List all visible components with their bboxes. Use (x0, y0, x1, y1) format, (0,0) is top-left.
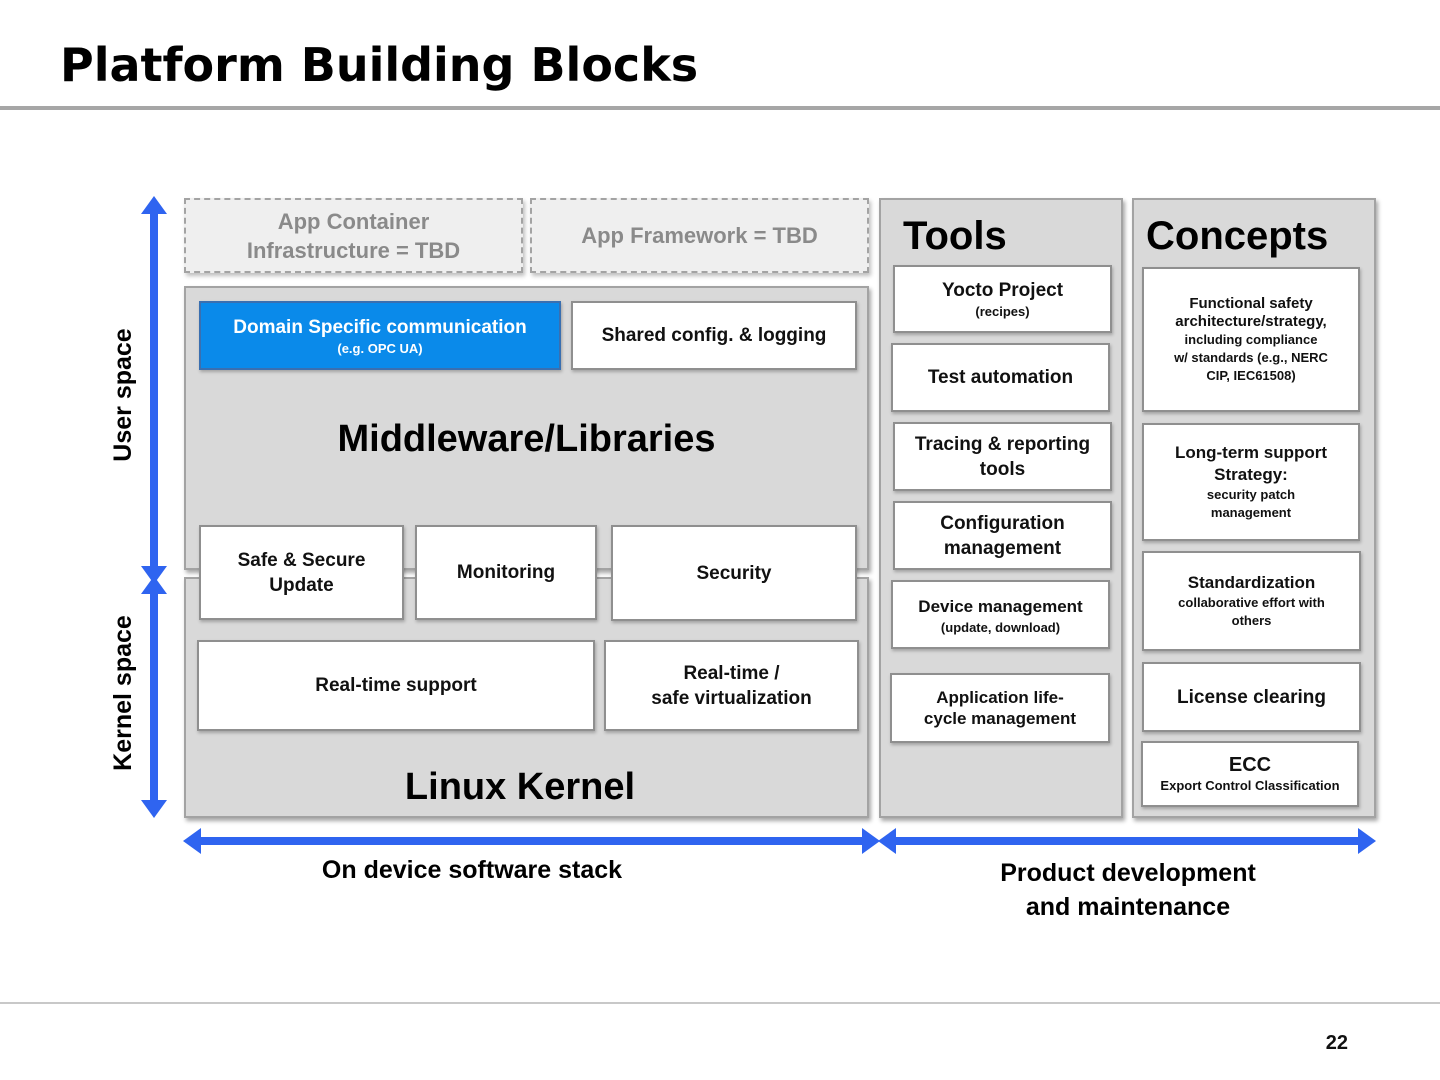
lts-box: Long-term support Strategy: security pat… (1142, 423, 1360, 541)
security-label: Security (696, 562, 772, 584)
monitoring-label: Monitoring (456, 562, 556, 583)
kernel-space-arrow-shaft (150, 586, 158, 806)
standardization-label: Standardization (1187, 573, 1316, 592)
linux-kernel-title: Linux Kernel (404, 766, 636, 808)
on-device-arrow-shaft (196, 837, 868, 845)
footer-divider (0, 1002, 1440, 1004)
on-device-label: On device software stack (321, 856, 623, 884)
lts-line1: Long-term support (1174, 443, 1328, 462)
app-lifecycle-box: Application life- cycle management (890, 673, 1110, 743)
tracing-line2: tools (979, 458, 1026, 480)
monitoring-box: Monitoring (415, 525, 597, 620)
realtime-virt-line2: safe virtualization (651, 687, 812, 709)
license-clearing-label: License clearing (1177, 686, 1326, 708)
app-lifecycle-line1: Application life- (936, 688, 1064, 707)
realtime-virt-line1: Real-time / (683, 662, 780, 684)
product-dev-line2: and maintenance (1025, 893, 1231, 921)
product-development-label: Product development and maintenance (928, 856, 1328, 924)
license-clearing-box: License clearing (1142, 662, 1361, 732)
product-dev-arrow-head-left (878, 828, 896, 854)
lts-sub1: security patch (1206, 487, 1296, 502)
standardization-sub2: others (1231, 613, 1272, 628)
functional-safety-line5: CIP, IEC61508) (1206, 367, 1296, 383)
yocto-label: Yocto Project (941, 280, 1064, 301)
domain-communication-label: Domain Specific communication (233, 316, 527, 338)
device-mgmt-sub: (update, download) (940, 619, 1061, 635)
tracing-line1: Tracing & reporting (914, 433, 1091, 455)
functional-safety-line1: Functional safety (1189, 294, 1313, 312)
app-framework-label: App Framework = TBD (581, 223, 818, 248)
yocto-box: Yocto Project (recipes) (893, 265, 1112, 333)
lts-line2: Strategy: (1214, 465, 1288, 484)
device-mgmt-label: Device management (918, 596, 1083, 616)
yocto-sub: (recipes) (975, 304, 1030, 319)
functional-safety-line3: including compliance (1184, 331, 1318, 347)
test-automation-label: Test automation (927, 367, 1074, 388)
functional-safety-line2: architecture/strategy, (1175, 312, 1327, 330)
domain-communication-box: Domain Specific communication (e.g. OPC … (199, 301, 561, 370)
concepts-title: Concepts (1146, 214, 1329, 258)
functional-safety-box: Functional safety architecture/strategy,… (1142, 267, 1360, 412)
kernel-space-arrow-head-bottom (141, 800, 167, 818)
configuration-management-box: Configuration management (893, 501, 1112, 570)
realtime-support-box: Real-time support (197, 640, 595, 731)
page-number: 22 (1325, 1032, 1348, 1054)
user-space-arrow-head-top (141, 196, 167, 214)
app-container-line2: Infrastructure = TBD (246, 237, 461, 263)
lts-sub2: management (1210, 505, 1292, 520)
product-dev-arrow-shaft (892, 837, 1362, 845)
user-space-arrow-head-bottom (141, 566, 167, 584)
ecc-label: ECC (1228, 754, 1272, 776)
tracing-box: Tracing & reporting tools (893, 422, 1112, 491)
ecc-box: ECC Export Control Classification (1141, 741, 1359, 807)
app-lifecycle-line2: cycle management (923, 709, 1077, 728)
app-container-line1: App Container (277, 208, 430, 234)
shared-config-label: Shared config. & logging (601, 325, 827, 346)
device-management-box: Device management (update, download) (891, 580, 1110, 649)
kernel-space-arrow-head-top (141, 576, 167, 594)
tools-title: Tools (903, 214, 1007, 258)
shared-config-box: Shared config. & logging (571, 301, 857, 370)
product-dev-line1: Product development (1000, 859, 1256, 887)
ecc-sub: Export Control Classification (1160, 778, 1340, 793)
on-device-arrow-head-right (862, 828, 880, 854)
safe-update-line2: Update (269, 574, 334, 596)
realtime-virtualization-box: Real-time / safe virtualization (604, 640, 859, 731)
product-dev-arrow-head-right (1358, 828, 1376, 854)
config-mgmt-line1: Configuration (940, 512, 1065, 534)
safe-secure-update-box: Safe & Secure Update (199, 525, 404, 620)
middleware-title: Middleware/Libraries (337, 418, 716, 460)
test-automation-box: Test automation (891, 343, 1110, 412)
app-container-box: App Container Infrastructure = TBD (184, 198, 523, 273)
realtime-support-label: Real-time support (315, 675, 477, 696)
app-framework-box: App Framework = TBD (530, 198, 869, 273)
config-mgmt-line2: management (943, 537, 1062, 559)
user-space-arrow-shaft (150, 208, 158, 576)
standardization-sub1: collaborative effort with (1178, 595, 1325, 610)
security-box: Security (611, 525, 857, 621)
user-space-label: User space (109, 328, 137, 462)
functional-safety-line4: w/ standards (e.g., NERC (1174, 349, 1328, 365)
standardization-box: Standardization collaborative effort wit… (1142, 551, 1361, 651)
kernel-space-label: Kernel space (109, 615, 137, 771)
slide-title: Platform Building Blocks (60, 38, 699, 92)
on-device-arrow-head-left (183, 828, 201, 854)
title-divider (0, 106, 1440, 110)
safe-update-line1: Safe & Secure (237, 549, 366, 571)
domain-communication-sub: (e.g. OPC UA) (337, 340, 423, 356)
